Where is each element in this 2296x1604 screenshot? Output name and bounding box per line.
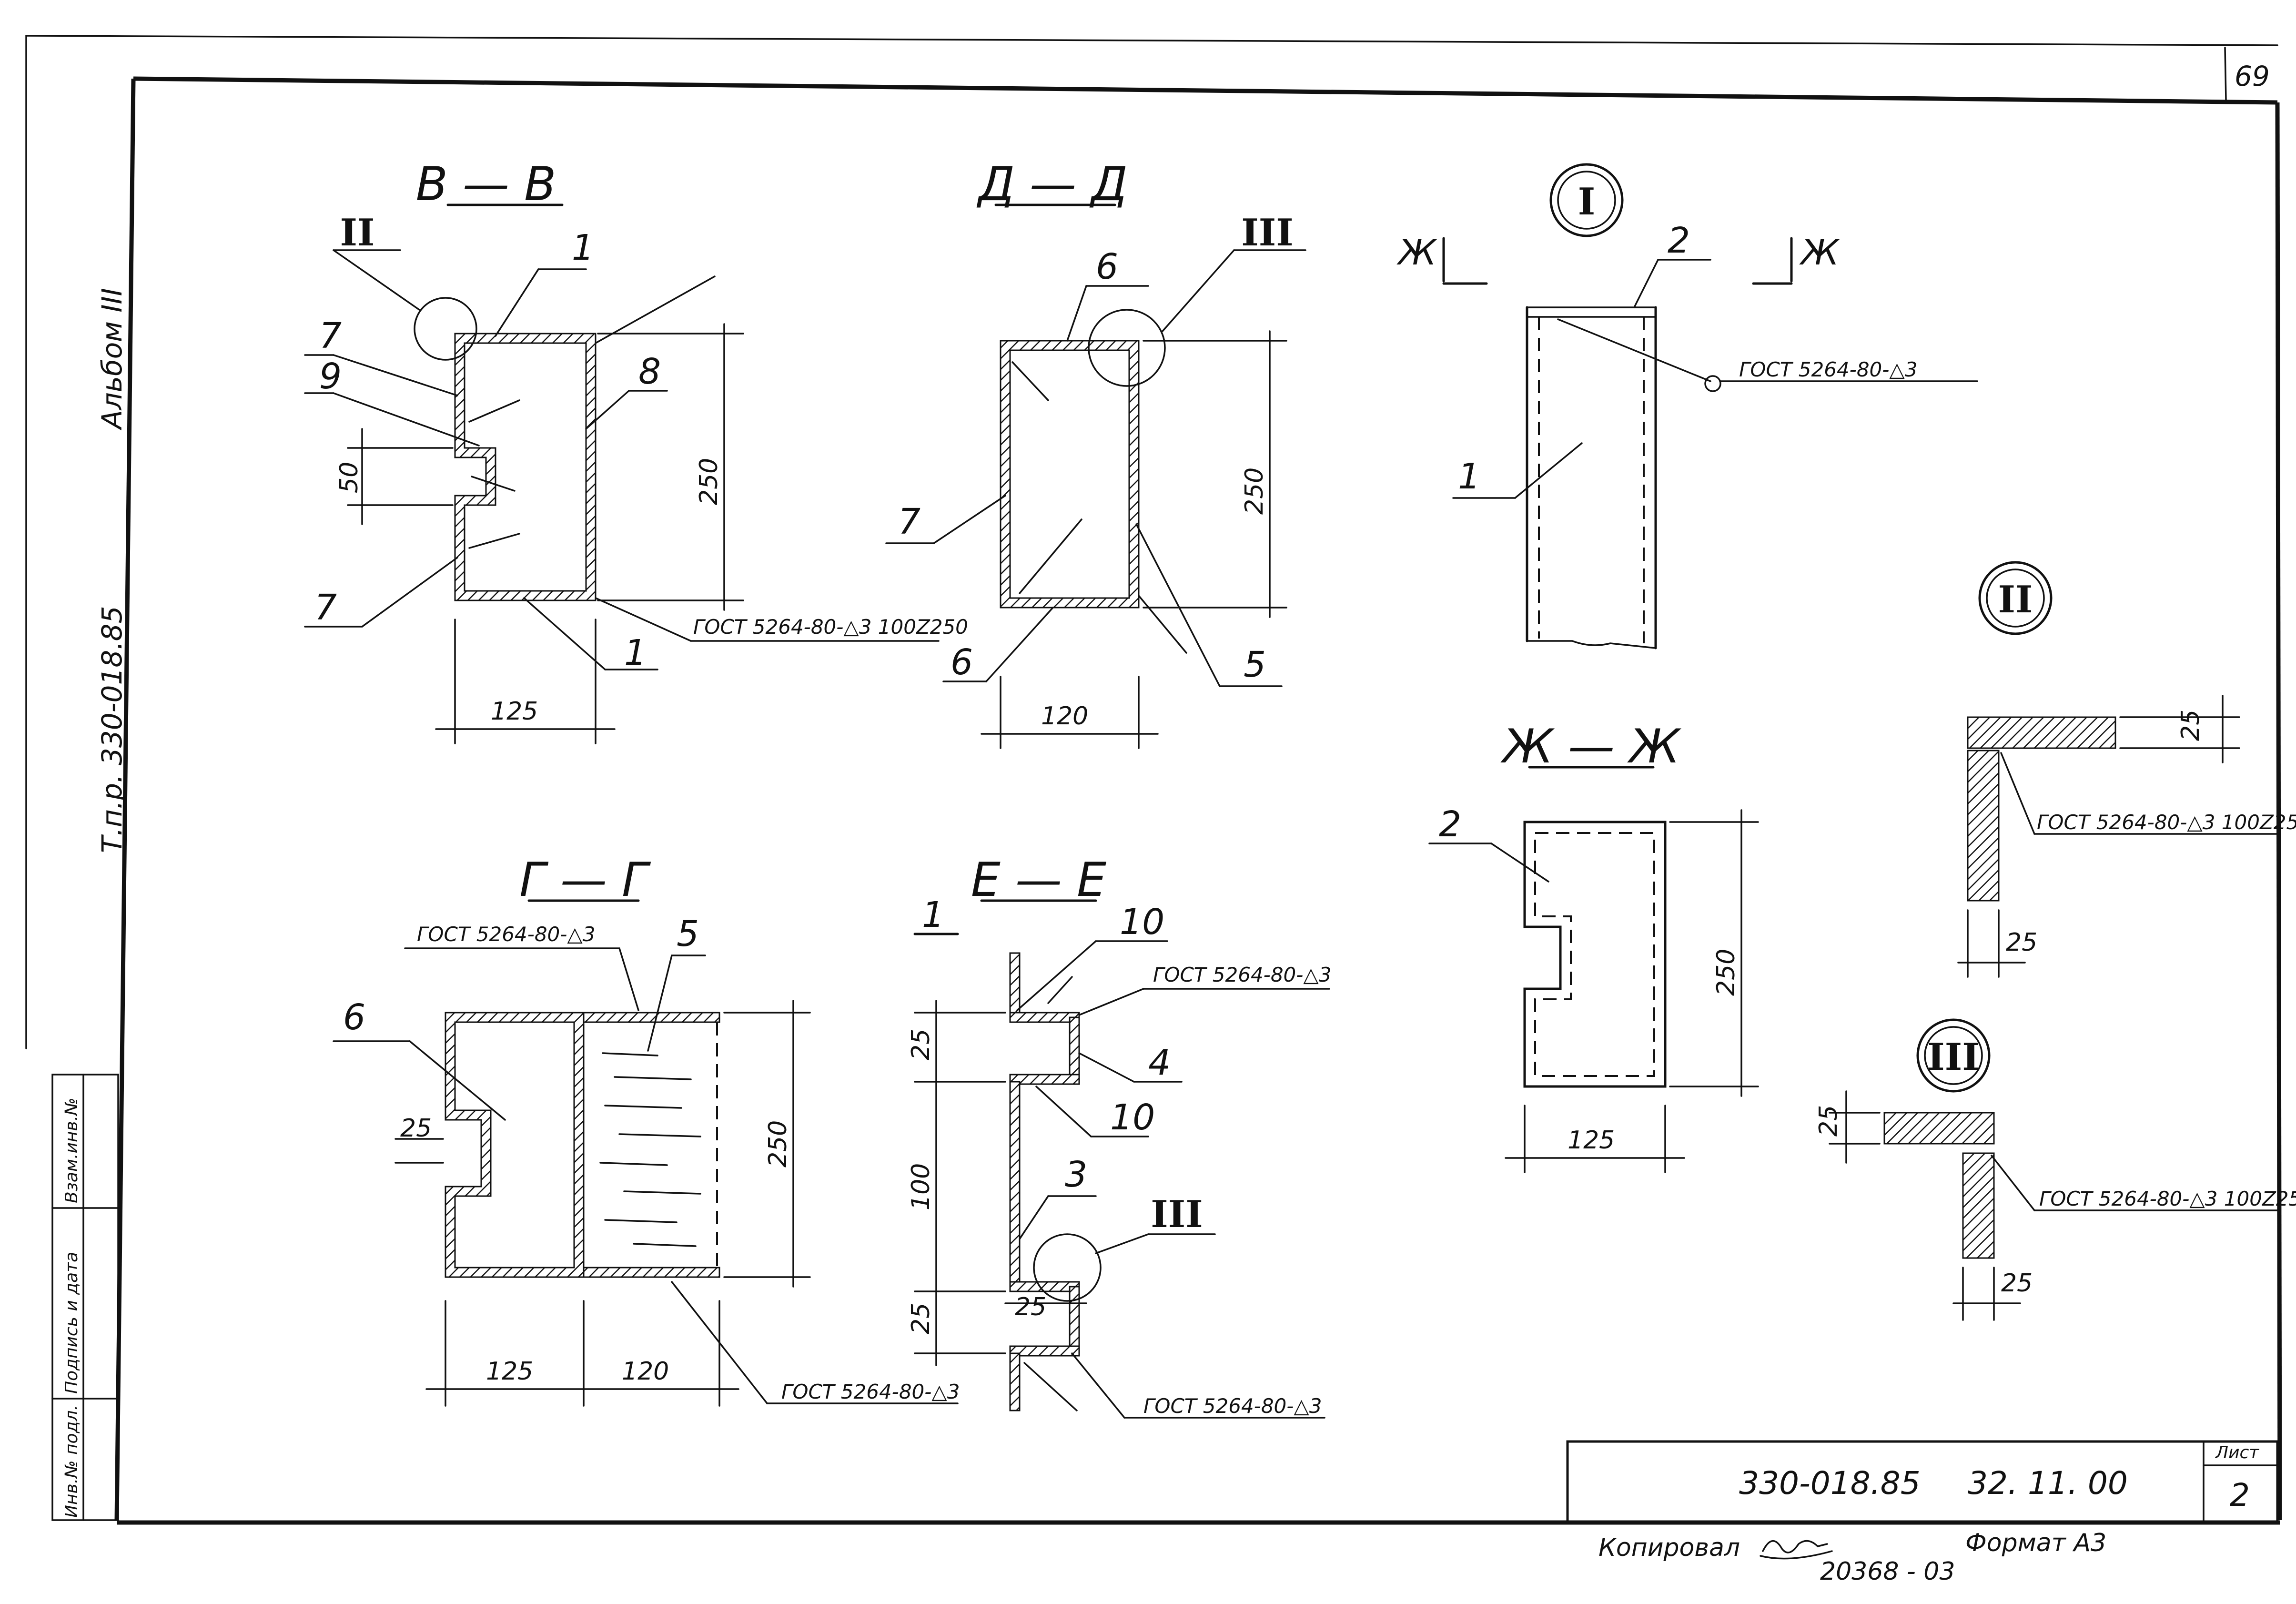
dim-120-gg: 120 bbox=[622, 1357, 669, 1386]
pos-1-ee: 1 bbox=[922, 894, 944, 935]
leader-node-III-dd: III bbox=[1241, 211, 1293, 254]
leader-node-III-ee: III bbox=[1151, 1193, 1203, 1236]
stamp-column bbox=[51, 1074, 119, 1521]
pos-2-view-I: 2 bbox=[1668, 220, 1690, 261]
sheet-frame bbox=[25, 35, 2282, 1525]
pos-10-ee-top: 10 bbox=[1120, 902, 1164, 943]
pos-1-vv-top: 1 bbox=[572, 227, 594, 268]
section-mark-zh-right: Ж bbox=[1799, 232, 1841, 273]
stamp-inventory: Инв.№ подл. bbox=[62, 1405, 81, 1518]
album-label: Альбом III bbox=[96, 288, 128, 431]
dim-250-vv: 250 bbox=[695, 458, 723, 505]
dim-120-dd: 120 bbox=[1041, 702, 1088, 731]
section-zhzh-title: Ж — Ж bbox=[1500, 720, 1681, 774]
sheet-number: 2 bbox=[2230, 1477, 2250, 1513]
pos-7-vv-upper: 7 bbox=[319, 315, 342, 356]
title-block bbox=[1566, 1440, 2279, 1524]
pos-10-ee-mid: 10 bbox=[1110, 1097, 1155, 1138]
weld-ee-bottom: ГОСТ 5264-80-△3 bbox=[1143, 1394, 1322, 1418]
dim-125-zhzh: 125 bbox=[1568, 1126, 1615, 1155]
weld-vv: ГОСТ 5264-80-△3 100Z250 bbox=[693, 615, 968, 639]
pos-6-dd-top: 6 bbox=[1096, 246, 1118, 287]
view-I: I bbox=[1442, 163, 1978, 650]
pos-6-dd-bottom: 6 bbox=[951, 642, 973, 683]
dim-25-node-II-h: 25 bbox=[2006, 928, 2037, 957]
stamp-replacement: Взам.инв.№ bbox=[62, 1097, 81, 1203]
sheet-code: 32. 11. 00 bbox=[1968, 1465, 2128, 1502]
node-II-title: II bbox=[1998, 578, 2033, 621]
series-label: Т.п.р. 330-018.85 bbox=[96, 606, 128, 853]
weld-node-III: ГОСТ 5264-80-△3 100Z250 bbox=[2039, 1187, 2296, 1210]
doc-code: 330-018.85 bbox=[1739, 1465, 1921, 1502]
section-gg: Г — Г bbox=[333, 853, 959, 1407]
node-II: II bbox=[1957, 561, 2278, 978]
dim-250-dd: 250 bbox=[1240, 467, 1269, 515]
pos-5-dd: 5 bbox=[1244, 644, 1266, 685]
pos-6-gg: 6 bbox=[343, 997, 365, 1038]
pos-1-vv-bottom: 1 bbox=[624, 632, 647, 673]
weld-node-II: ГОСТ 5264-80-△3 100Z250 bbox=[2037, 811, 2296, 834]
page-number: 69 bbox=[2235, 60, 2270, 92]
leader-node-II-vv: II bbox=[340, 211, 375, 254]
pos-1-view-I: 1 bbox=[1458, 456, 1480, 497]
dim-250-gg: 250 bbox=[764, 1120, 792, 1167]
pos-3-ee: 3 bbox=[1065, 1154, 1087, 1195]
pos-8-vv: 8 bbox=[638, 351, 661, 392]
node-III: III bbox=[1829, 1018, 2278, 1321]
dim-25-ee-top: 25 bbox=[907, 1029, 935, 1060]
section-ee-title: Е — Е bbox=[971, 853, 1106, 907]
copied-by: Копировал bbox=[1598, 1533, 1740, 1562]
format-label: Формат А3 bbox=[1965, 1529, 2106, 1557]
dim-25-ee-bottom: 25 bbox=[907, 1303, 935, 1334]
dim-100-ee: 100 bbox=[907, 1163, 935, 1210]
pos-7-vv-lower: 7 bbox=[314, 587, 337, 628]
pos-4-ee: 4 bbox=[1148, 1042, 1171, 1083]
pos-9-vv: 9 bbox=[319, 356, 342, 397]
section-dd: Д — Д III bbox=[885, 157, 1306, 749]
pos-2-zhzh: 2 bbox=[1439, 804, 1461, 845]
weld-gg-top: ГОСТ 5264-80-△3 bbox=[417, 923, 595, 946]
section-vv: В — В II bbox=[304, 157, 940, 744]
dim-125-vv: 125 bbox=[491, 697, 538, 726]
stamp-signature: Подпись и дата bbox=[62, 1252, 81, 1394]
dim-25-ee-h: 25 bbox=[1015, 1293, 1046, 1321]
section-vv-title: В — В bbox=[416, 157, 556, 212]
dim-25-node-III-v: 25 bbox=[1814, 1105, 1843, 1137]
weld-ee-top: ГОСТ 5264-80-△3 bbox=[1153, 963, 1331, 986]
view-I-title: I bbox=[1578, 180, 1596, 223]
pos-5-gg: 5 bbox=[677, 914, 699, 954]
dim-250-zhzh: 250 bbox=[1712, 949, 1740, 996]
section-dd-title: Д — Д bbox=[976, 157, 1127, 212]
section-ee: Е — Е bbox=[913, 853, 1330, 1419]
pos-7-dd: 7 bbox=[898, 501, 920, 542]
section-gg-title: Г — Г bbox=[519, 853, 651, 907]
section-zhzh: Ж — Ж bbox=[1428, 720, 1759, 1173]
dim-125-gg: 125 bbox=[486, 1357, 533, 1386]
sheet-label: Лист bbox=[2215, 1443, 2259, 1462]
node-III-title: III bbox=[1927, 1035, 1979, 1079]
weld-gg-bottom: ГОСТ 5264-80-△3 bbox=[781, 1380, 960, 1403]
dim-25-node-II-v: 25 bbox=[2176, 710, 2205, 741]
dim-50-vv: 50 bbox=[335, 462, 364, 493]
section-mark-zh-left: Ж bbox=[1396, 232, 1438, 273]
copier-signature bbox=[1760, 1540, 1833, 1560]
dim-25-node-III-h: 25 bbox=[2001, 1269, 2033, 1298]
weld-view-I: ГОСТ 5264-80-△3 bbox=[1739, 358, 1917, 381]
archive-number: 20368 - 03 bbox=[1820, 1557, 1955, 1586]
dim-25-gg: 25 bbox=[400, 1114, 432, 1143]
